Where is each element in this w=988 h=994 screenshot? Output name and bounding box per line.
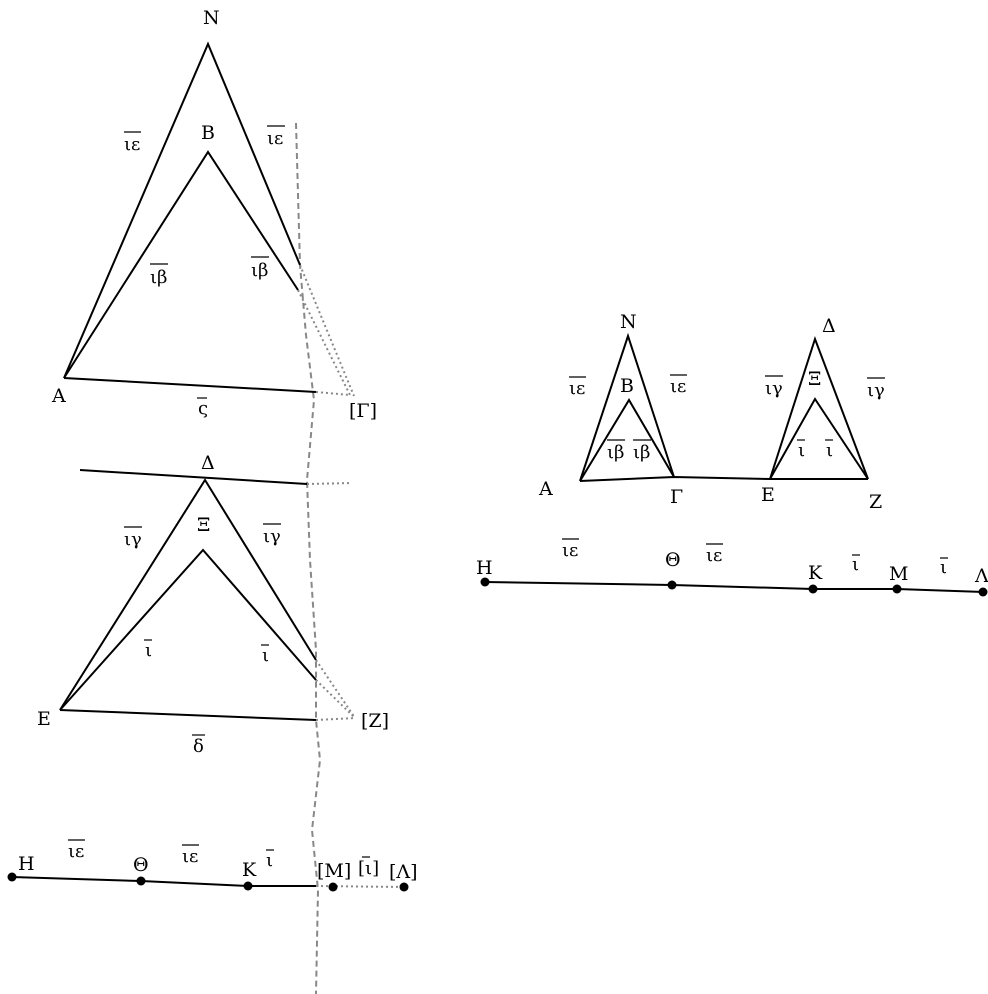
point-label-E: E	[37, 708, 51, 730]
triangle-base	[59, 709, 317, 721]
point-label-M: M	[889, 563, 908, 585]
number-ThK: ιε	[706, 545, 722, 566]
point-label-M: [M]	[317, 860, 351, 882]
triangle-base	[63, 377, 317, 393]
point-marker-L	[399, 882, 409, 892]
point-label-N: N	[620, 311, 637, 333]
number-inner-right: ιβ	[633, 442, 650, 463]
right-figure: N B A Γ ιε ιε ιβ ιβ Δ Ξ E Z ιγ ιγ ι	[476, 311, 988, 597]
number-KM: ι	[266, 850, 273, 871]
left-bottom-triangle: Δ Ξ E [Z] ιγ ιγ ι ι δ	[37, 452, 389, 757]
left-figure: N B A [Γ] ιε ιε ιβ ιβ ς Δ Ξ E [Z]	[7, 7, 418, 994]
point-label-A: A	[51, 385, 66, 407]
point-label-L: Λ	[974, 565, 988, 587]
point-label-G: Γ	[670, 486, 683, 508]
number-inner-right: ι	[262, 645, 269, 666]
number-outer-left: ιε	[124, 134, 140, 155]
point-label-B: B	[201, 122, 215, 144]
number-HTh: ιε	[68, 841, 84, 862]
point-marker-M	[328, 882, 338, 892]
point-label-X: Ξ	[808, 368, 821, 390]
point-label-Z: Z	[869, 491, 882, 513]
triangle-inner-edges	[63, 150, 299, 379]
point-label-Th: Θ	[133, 854, 149, 876]
segment-line	[11, 876, 316, 887]
left-dashed-divider	[295, 122, 322, 994]
triangle-inner-edges	[769, 397, 869, 480]
number-inner-left: ιβ	[607, 442, 624, 463]
right-triangle-2: Δ Ξ E Z ιγ ιγ ι ι	[761, 315, 885, 513]
triangle-outer-edges	[579, 332, 675, 482]
point-label-Z: [Z]	[361, 710, 389, 732]
segment-line	[484, 581, 985, 593]
number-inner-left: ι	[798, 440, 805, 461]
triangle-top-line	[79, 469, 308, 485]
triangle-inner-edges	[59, 548, 317, 711]
number-outer-left: ιγ	[765, 378, 783, 399]
triangle-restored-edges	[315, 659, 356, 721]
point-label-X: Ξ	[197, 514, 210, 536]
triangle-outer-edges	[59, 478, 317, 711]
number-inner-right: ιβ	[251, 260, 268, 281]
point-label-H: H	[476, 557, 493, 579]
triangle-inner-edges	[579, 398, 675, 482]
right-triangle-1: N B A Γ ιε ιε ιβ ιβ	[538, 311, 687, 508]
number-outer-right: ιε	[670, 376, 686, 397]
point-label-D: Δ	[822, 315, 836, 337]
number-ML: [ι]	[358, 858, 379, 879]
point-label-D: Δ	[201, 452, 215, 474]
triangle-restored-edges	[297, 264, 355, 397]
point-label-B: B	[620, 375, 634, 397]
point-label-E: E	[761, 484, 775, 506]
number-inner-left: ι	[145, 640, 152, 661]
point-marker-L	[978, 587, 988, 597]
number-outer-left: ιγ	[124, 529, 142, 550]
point-marker-M	[892, 584, 902, 594]
number-outer-left: ιε	[569, 378, 585, 399]
number-outer-right: ιγ	[263, 526, 281, 547]
left-top-triangle: N B A [Γ] ιε ιε ιβ ιβ ς	[51, 7, 377, 422]
triangle-outer-edges	[63, 41, 301, 379]
number-ML: ι	[940, 557, 947, 578]
point-label-K: K	[242, 859, 257, 881]
point-label-N: N	[203, 7, 220, 29]
point-label-G: [Γ]	[349, 400, 377, 422]
number-KM: ι	[852, 554, 859, 575]
point-marker-Th	[136, 876, 146, 886]
number-outer-right: ιε	[267, 128, 283, 149]
number-outer-right: ιγ	[867, 380, 885, 401]
number-inner-right: ι	[826, 440, 833, 461]
right-number-line: H Θ K M Λ ιε ιε ι ι	[476, 538, 988, 597]
number-base: ς	[198, 398, 208, 419]
point-label-A: A	[538, 478, 553, 500]
point-label-H: H	[18, 853, 35, 875]
point-marker-Th	[667, 580, 677, 590]
number-HTh: ιε	[562, 540, 578, 561]
point-marker-K	[808, 584, 818, 594]
point-label-K: K	[808, 562, 823, 584]
triangle-top-line-extension	[306, 482, 353, 485]
point-label-L: [Λ]	[389, 861, 418, 883]
triangles-base-line	[579, 475, 868, 482]
left-number-line: H Θ K [M] [Λ] ιε ιε ι [ι]	[7, 839, 418, 892]
number-inner-left: ιβ	[150, 267, 167, 288]
point-marker-K	[243, 881, 253, 891]
point-marker-H	[7, 872, 17, 882]
triangle-outer-edges	[769, 335, 869, 480]
point-label-Th: Θ	[665, 549, 681, 571]
point-marker-H	[480, 577, 490, 587]
number-base: δ	[193, 736, 204, 757]
number-ThK: ιε	[182, 846, 198, 867]
